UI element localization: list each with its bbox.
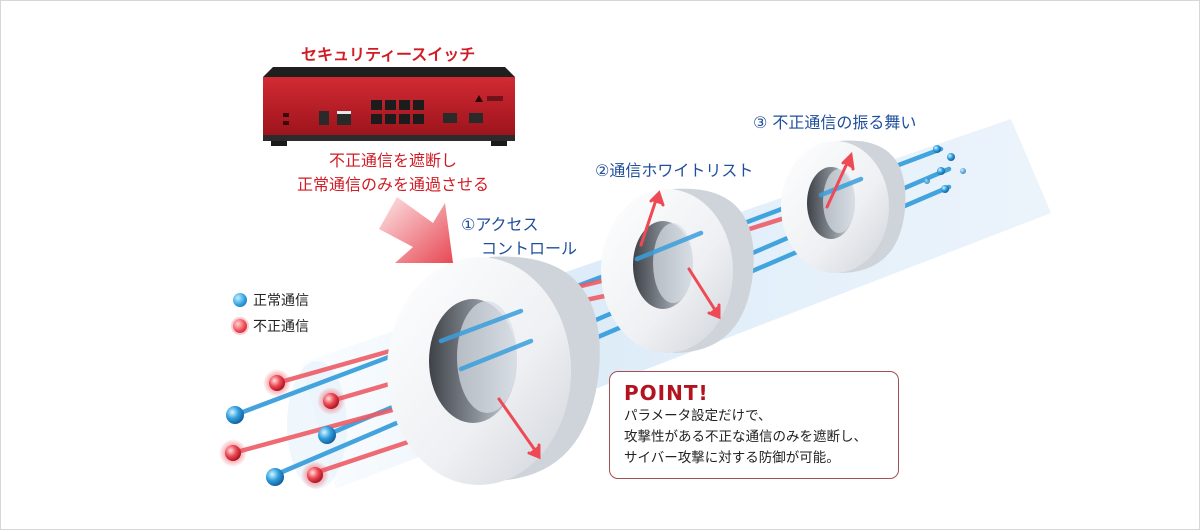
ring-behavior [781,140,906,273]
stage-label-line: ①アクセス [461,215,539,234]
stage-whitelist-label: ②通信ホワイトリスト [595,161,754,180]
incoming-blocked-packets [219,369,345,489]
normal-traffic-through [438,176,864,372]
stage-label-line: コントロール [481,239,578,258]
ring-whitelist [601,188,754,353]
legend: 正常通信 不正通信 [233,287,309,339]
legend-label: 不正通信 [253,319,309,335]
blocked-traffic-dot-icon [233,319,247,333]
legend-item-normal: 正常通信 [233,287,309,313]
device-description: 不正通信を遮断し 正常通信のみを通過させる [263,149,523,197]
legend-label: 正常通信 [253,293,309,309]
point-line: サイバー攻撃に対する防御が可能。 [624,450,840,466]
point-line: パラメータ設定だけで、 [624,408,772,424]
incoming-normal-packets [226,406,336,486]
device-title: セキュリティースイッチ [301,45,476,64]
normal-traffic-dot-icon [233,293,247,307]
security-switch-device-icon [263,67,515,146]
ethernet-ports [371,100,424,124]
down-arrow-icon [379,197,453,263]
point-title: POINT! [624,381,709,405]
point-line: 攻撃性がある不正な通信のみを遮断し、 [624,429,867,445]
device-description-line: 正常通信のみを通過させる [296,175,489,194]
ring-access-control [387,256,600,485]
device-description-line: 不正通信を遮断し [328,151,457,170]
point-callout: POINT! パラメータ設定だけで、 攻撃性がある不正な通信のみを遮断し、 サイ… [609,371,899,479]
stage-behavior-label: ③ 不正通信の振る舞い [753,113,917,132]
deflection-arrows [497,151,855,460]
stage-access-control-label: ①アクセス コントロール [461,213,577,261]
legend-item-blocked: 不正通信 [233,313,309,339]
exit-normal-packets [924,145,966,193]
